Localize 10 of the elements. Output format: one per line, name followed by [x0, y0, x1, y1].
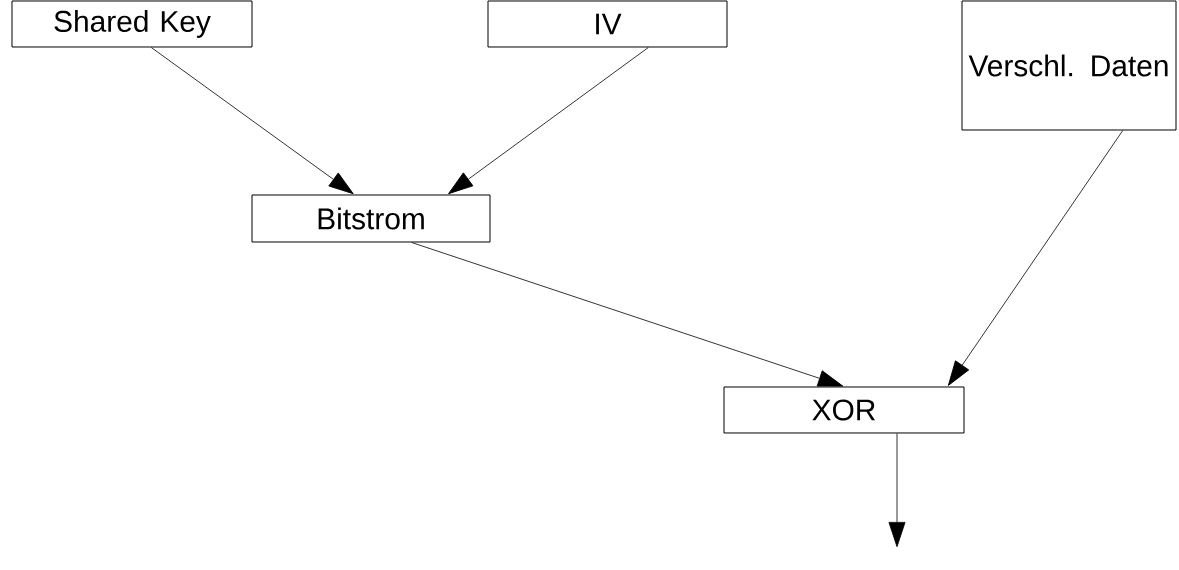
arrow	[411, 242, 844, 387]
arrow	[947, 130, 1124, 386]
process-box: XOR	[723, 386, 965, 434]
process-box: Verschl. Daten	[961, 0, 1177, 131]
arrow	[448, 47, 649, 195]
process-box: Bitstrom	[251, 194, 491, 243]
arrow	[888, 433, 906, 548]
process-box: Shared Key	[11, 0, 253, 48]
process-box: IV	[487, 0, 728, 48]
arrow	[150, 47, 354, 195]
